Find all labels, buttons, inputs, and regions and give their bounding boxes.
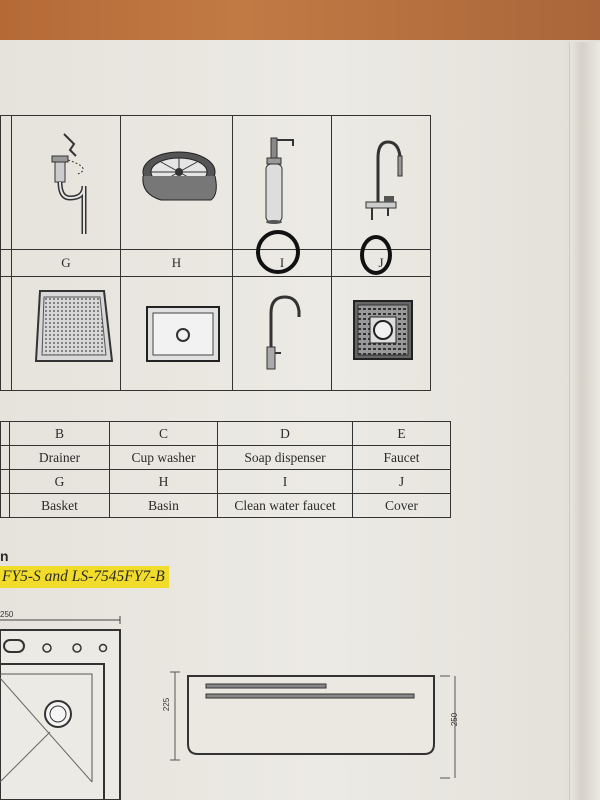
cup-washer-icon [142,151,217,201]
parts-letter: I [217,469,353,494]
parts-cell-partial [0,493,10,518]
side-dimension-left: 225 [162,697,172,712]
parts-letter: G [9,469,110,494]
parts-letter: H [109,469,218,494]
grid-cell-partial [0,115,12,250]
model-numbers-highlight: FY5-S and LS-7545FY7-B [0,566,169,588]
grid-cell-faucet [331,115,431,250]
parts-name: Cover [352,493,451,518]
side-dimension-right: 250 [450,712,460,727]
grid-cell-soap-dispenser [232,115,332,250]
grid-cell-basin [120,276,233,391]
circle-mark-i [256,230,300,274]
parts-name: Basin [109,493,218,518]
grid-cell-cover [331,276,431,391]
parts-table: B C D E Drainer Cup washer Soap dispense… [0,421,451,518]
parts-cell-partial [0,421,10,446]
grid-label-g: G [11,249,121,277]
grid-cell-partial [0,276,12,391]
grid-cell-clean-water-faucet [232,276,332,391]
top-dimension-label: 250 [0,610,14,619]
parts-letter: C [109,421,218,446]
circle-mark-j [360,235,392,275]
grid-cell-cup-washer [120,115,233,250]
parts-name: Basket [9,493,110,518]
desk-background [0,0,600,42]
basket-icon [34,290,114,362]
section-heading: n [0,548,9,564]
parts-illustration-grid: G H I J [0,115,431,391]
cover-icon [353,300,413,360]
grid-cell-basket [11,276,121,391]
grid-label-h: H [120,249,233,277]
faucet-icon [365,140,403,220]
clean-water-faucet-icon [266,295,301,370]
parts-letter: J [352,469,451,494]
parts-letter: B [9,421,110,446]
drainer-icon [51,133,87,234]
page-fold [569,42,600,800]
parts-letter: E [352,421,451,446]
soap-dispenser-icon [265,137,294,224]
parts-cell-partial [0,469,10,494]
sink-side-view-drawing [170,671,456,779]
basin-icon [146,306,220,362]
parts-name: Faucet [352,445,451,470]
parts-letter: D [217,421,353,446]
parts-cell-partial [0,445,10,470]
parts-name: Cup washer [109,445,218,470]
parts-name: Drainer [9,445,110,470]
sink-top-view-drawing [0,616,121,800]
grid-cell-drainer [11,115,121,250]
parts-name: Clean water faucet [217,493,353,518]
grid-label-partial [0,249,12,277]
parts-name: Soap dispenser [217,445,353,470]
